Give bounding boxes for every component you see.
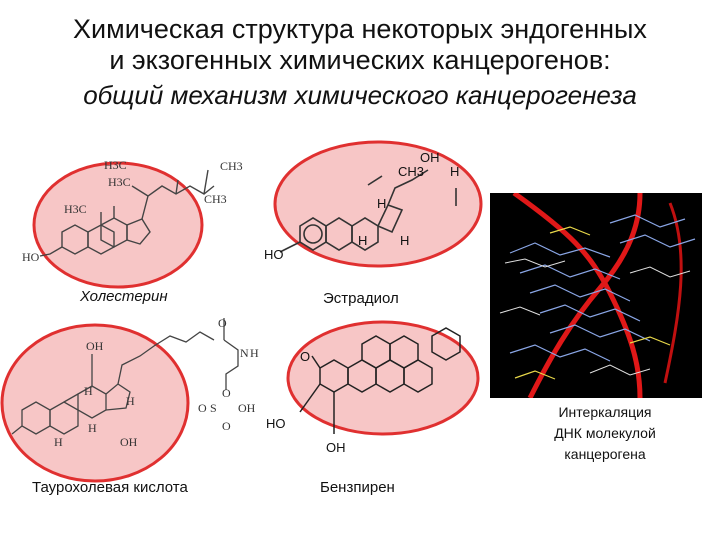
caption-dna-intercalation: Интеркаляция ДНК молекулой канцерогена [520, 402, 690, 465]
estradiol-atom-oh: OH [420, 150, 440, 165]
taurocholic-atom-n: N [240, 346, 249, 360]
taurocholic-structure [11, 318, 239, 435]
slide-subtitle: общий механизм химического канцерогенеза [83, 80, 637, 110]
benzpyrene-atom-oh: OH [326, 440, 346, 455]
cholesterol-structure [39, 169, 215, 257]
cholesterol-highlight [32, 161, 204, 289]
taurocholic-atom-oh-2: OH [120, 435, 138, 449]
caption-dna-line-1: Интеркаляция [558, 404, 652, 420]
caption-dna-line-2: ДНК молекулой [554, 425, 656, 441]
dna-helix-graphic [499, 190, 696, 400]
caption-cholesterol: Холестерин [80, 288, 168, 305]
estradiol-atom-h-4: H [400, 233, 409, 248]
taurocholic-atom-o-4: O [222, 419, 231, 433]
benzpyrene-highlight [286, 320, 480, 436]
benzpyrene-structure [299, 327, 461, 434]
estradiol-atom-h-3: H [358, 233, 367, 248]
taurocholic-atom-h-2: H [84, 384, 93, 398]
benzpyrene-atom-o: O [300, 349, 310, 364]
benzpyrene-atom-ho: HO [266, 416, 286, 431]
taurocholic-atom-o-2: O [222, 386, 231, 400]
cholesterol-atom-h3c-1: H3C [104, 158, 127, 172]
estradiol-atom-h-1: H [450, 164, 459, 179]
slide-title-line-2: и экзогенных химических канцерогенов: [109, 45, 611, 75]
taurocholic-atom-s: S [210, 401, 217, 415]
estradiol-structure [279, 169, 457, 253]
taurocholic-atom-o-1: O [218, 316, 227, 330]
cholesterol-atom-ho: HO [22, 250, 40, 264]
taurocholic-highlight [0, 323, 190, 483]
estradiol-atom-ho: HO [264, 247, 284, 262]
caption-benzpyrene: Бензпирен [320, 479, 395, 496]
slide-title-line-1: Химическая структура некоторых эндогенны… [73, 14, 647, 44]
cholesterol-atom-h3c-3: H3C [64, 202, 87, 216]
cholesterol-atom-ch3-2: CH3 [204, 192, 227, 206]
caption-estradiol: Эстрадиол [323, 290, 399, 307]
caption-dna-line-3: канцерогена [564, 446, 646, 462]
taurocholic-atom-h-5: H [54, 435, 63, 449]
cholesterol-atom-h3c-2: H3C [108, 175, 131, 189]
caption-taurocholic: Таурохолевая кислота [32, 479, 188, 496]
taurocholic-atom-h-3: H [126, 394, 135, 408]
taurocholic-atom-oh-3: OH [238, 401, 256, 415]
estradiol-atom-ch3: CH3 [398, 164, 424, 179]
taurocholic-atom-h-4: H [88, 421, 97, 435]
estradiol-atom-h-2: H [377, 196, 386, 211]
dna-intercalation-image [490, 190, 702, 400]
taurocholic-atom-oh-1: OH [86, 339, 104, 353]
cholesterol-atom-ch3-1: CH3 [220, 159, 243, 173]
taurocholic-atom-h-1: H [250, 346, 259, 360]
taurocholic-atom-o-3: O [198, 401, 207, 415]
